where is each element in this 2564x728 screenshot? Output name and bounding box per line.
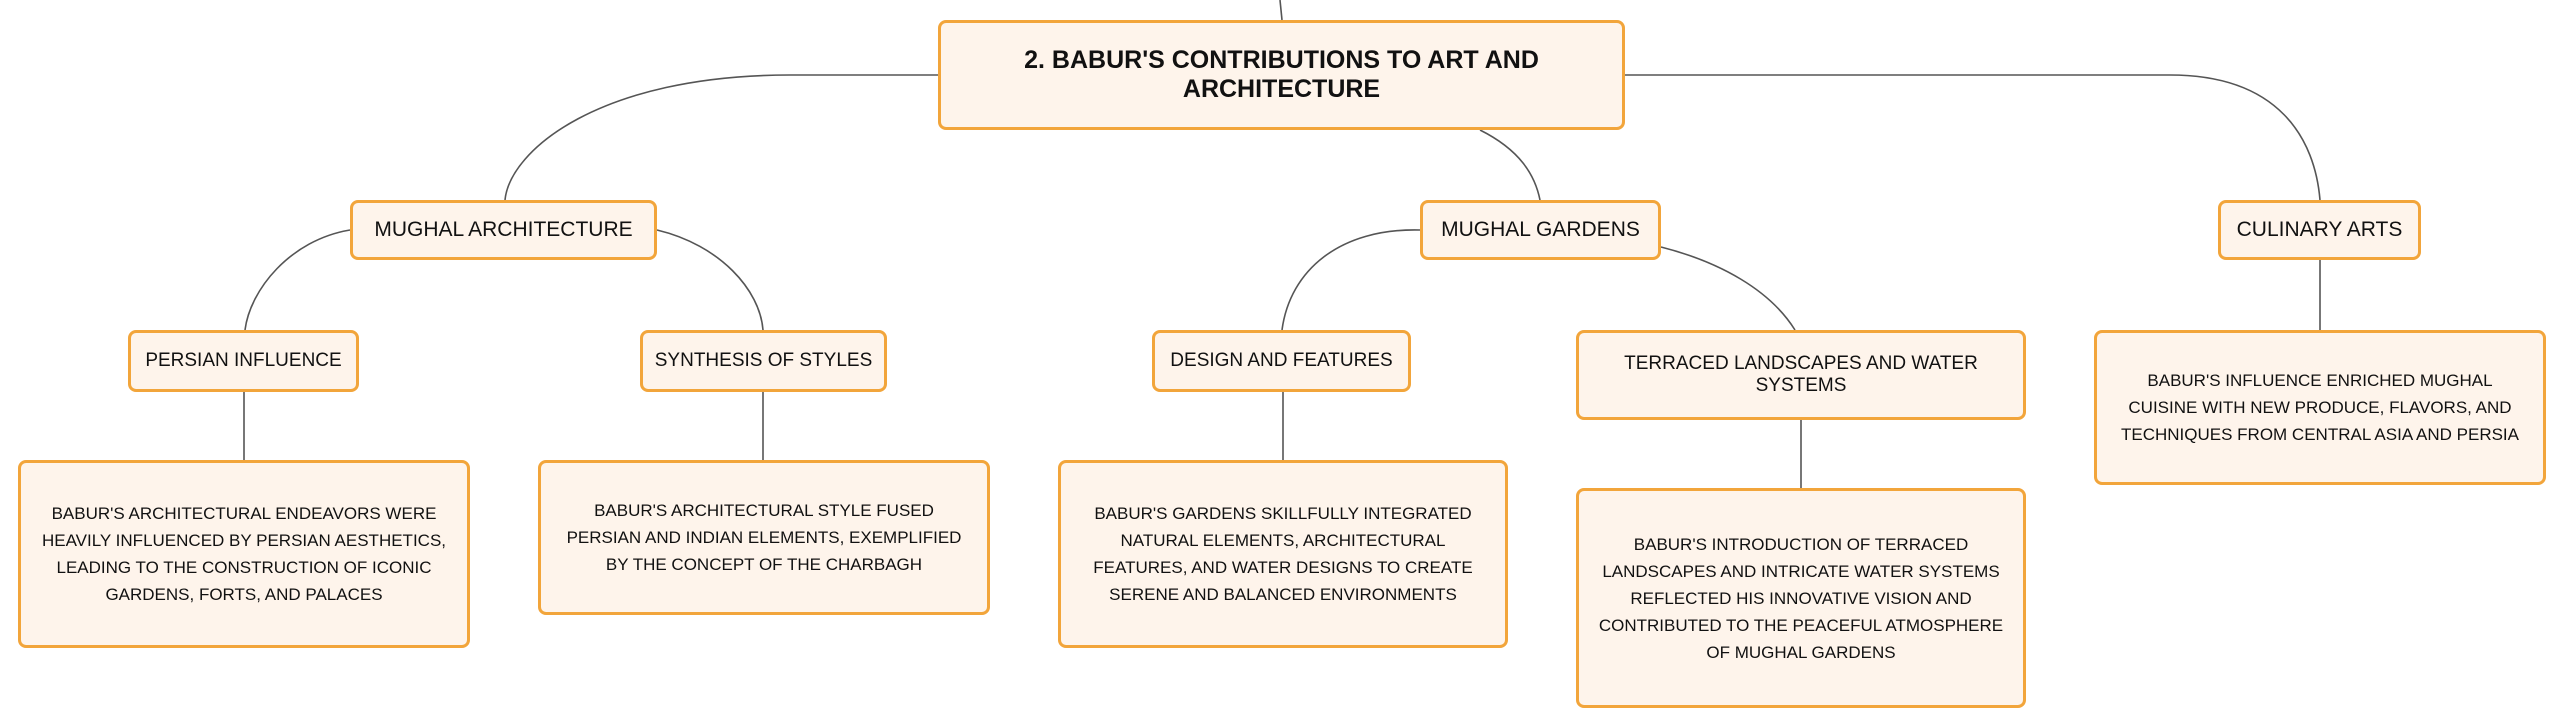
subtopic-persian-influence[interactable]: PERSIAN INFLUENCE	[128, 330, 359, 392]
topic-mughal-gardens[interactable]: MUGHAL GARDENS	[1420, 200, 1661, 260]
topic-label: MUGHAL GARDENS	[1441, 218, 1640, 241]
detail-text: BABUR'S INFLUENCE ENRICHED MUGHAL CUISIN…	[2120, 371, 2519, 444]
connector-root-gardens	[1479, 129, 1541, 201]
detail-text: BABUR'S GARDENS SKILLFULLY INTEGRATED NA…	[1093, 504, 1473, 604]
detail-terraced-landscapes[interactable]: BABUR'S INTRODUCTION OF TERRACED LANDSCA…	[1576, 488, 2026, 708]
subtopic-label: PERSIAN INFLUENCE	[145, 350, 342, 371]
connector-root-architecture	[504, 74, 938, 201]
root-topic-node[interactable]: 2. BABUR'S CONTRIBUTIONS TO ART AND ARCH…	[938, 20, 1625, 130]
connector-root-parent	[1279, 0, 1283, 21]
detail-culinary-arts[interactable]: BABUR'S INFLUENCE ENRICHED MUGHAL CUISIN…	[2094, 330, 2546, 485]
topic-label: CULINARY ARTS	[2236, 218, 2403, 241]
detail-synthesis-of-styles[interactable]: BABUR'S ARCHITECTURAL STYLE FUSED PERSIA…	[538, 460, 990, 615]
detail-text: BABUR'S ARCHITECTURAL ENDEAVORS WERE HEA…	[41, 504, 447, 604]
detail-design-and-features[interactable]: BABUR'S GARDENS SKILLFULLY INTEGRATED NA…	[1058, 460, 1508, 648]
connector-architecture-synthesis	[656, 229, 764, 331]
connector-gardens-terraced	[1660, 246, 1796, 331]
subtopic-design-and-features[interactable]: DESIGN AND FEATURES	[1152, 330, 1411, 392]
connector-gardens-design	[1281, 229, 1421, 331]
subtopic-label: SYNTHESIS OF STYLES	[654, 350, 873, 371]
connector-root-culinary	[1625, 74, 2321, 201]
root-topic-label: 2. BABUR'S CONTRIBUTIONS TO ART AND ARCH…	[1024, 46, 1539, 103]
detail-persian-influence[interactable]: BABUR'S ARCHITECTURAL ENDEAVORS WERE HEA…	[18, 460, 470, 648]
subtopic-label: TERRACED LANDSCAPES AND WATER SYSTEMS	[1624, 353, 1978, 396]
connector-architecture-persian	[244, 229, 351, 331]
subtopic-label: DESIGN AND FEATURES	[1170, 350, 1393, 371]
detail-text: BABUR'S ARCHITECTURAL STYLE FUSED PERSIA…	[566, 501, 962, 574]
subtopic-synthesis-of-styles[interactable]: SYNTHESIS OF STYLES	[640, 330, 887, 392]
topic-mughal-architecture[interactable]: MUGHAL ARCHITECTURE	[350, 200, 657, 260]
topic-label: MUGHAL ARCHITECTURE	[374, 218, 633, 241]
subtopic-terraced-landscapes[interactable]: TERRACED LANDSCAPES AND WATER SYSTEMS	[1576, 330, 2026, 420]
topic-culinary-arts[interactable]: CULINARY ARTS	[2218, 200, 2421, 260]
detail-text: BABUR'S INTRODUCTION OF TERRACED LANDSCA…	[1598, 534, 2004, 662]
